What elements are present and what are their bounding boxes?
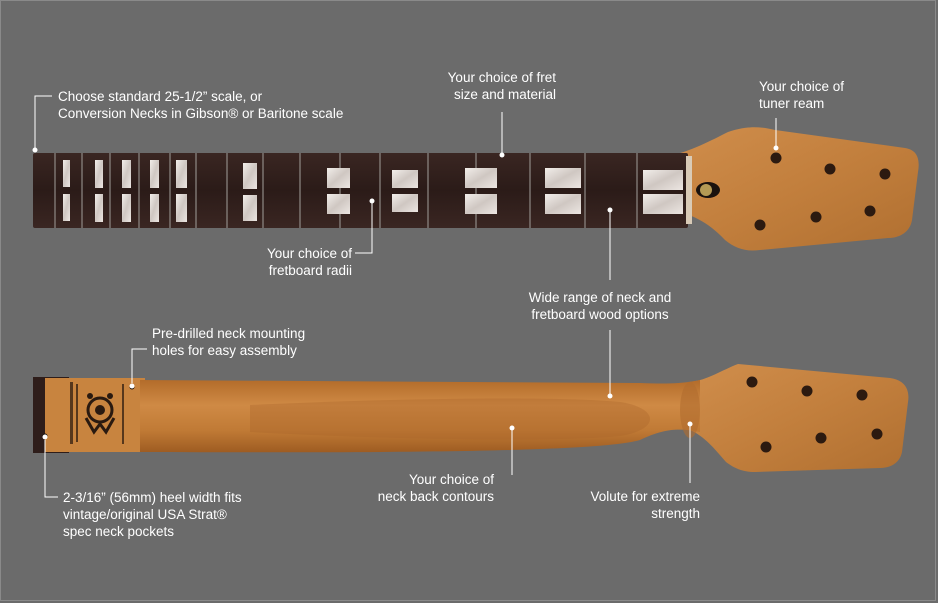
- leader-dots: [32, 145, 779, 440]
- callout-holes: Pre-drilled neck mounting holes for easy…: [152, 326, 306, 358]
- bottom-neck: [33, 364, 909, 472]
- warmoth-logo-icon: [84, 393, 116, 435]
- callout-fret: Your choice of fret size and material: [447, 70, 556, 102]
- callout-tuner: Your choice of tuner ream: [759, 79, 845, 111]
- top-neck: [33, 127, 919, 251]
- callout-scale: Choose standard 25-1/2” scale, or Conver…: [58, 89, 344, 121]
- callout-wood: Wide range of neck and fretboard wood op…: [528, 290, 672, 322]
- callout-volute: Volute for extreme strength: [590, 489, 700, 521]
- truss-rod-nut: [700, 184, 712, 196]
- bottom-tuner-holes: [746, 376, 883, 453]
- heel: [45, 378, 145, 452]
- leader-lines: [34, 95, 777, 498]
- nut: [686, 156, 692, 224]
- callout-heel: 2-3/16” (56mm) heel width fits vintage/o…: [63, 490, 242, 539]
- top-fretboard: [33, 153, 688, 228]
- heel-stamp-text: [70, 382, 124, 444]
- top-tuner-holes: [754, 152, 891, 231]
- callout-radii: Your choice of fretboard radii: [266, 246, 352, 278]
- frets: [54, 153, 638, 228]
- neck-back-contour: [250, 398, 650, 440]
- top-headstock: [668, 127, 919, 251]
- neck-back: [140, 380, 700, 453]
- bottom-headstock: [690, 364, 909, 472]
- fretboard-inlays: [63, 160, 683, 222]
- volute: [680, 382, 700, 438]
- callout-contours: Your choice of neck back contours: [377, 472, 494, 504]
